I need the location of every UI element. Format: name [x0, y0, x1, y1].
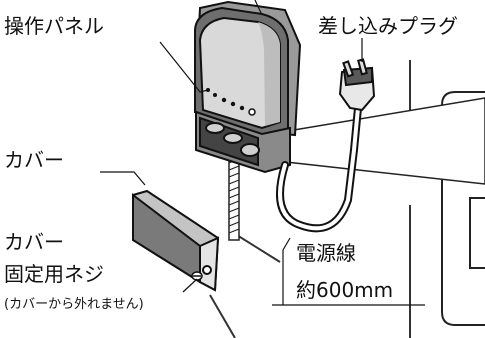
cover-label: カバー: [4, 148, 64, 172]
device-body: [193, 0, 302, 137]
plug: [338, 58, 376, 112]
cover-screw: [191, 271, 203, 281]
cover-screw-label-line1: カバー: [4, 230, 64, 254]
terminal-block: [195, 110, 291, 174]
cover-piece: [132, 189, 220, 292]
operation-panel-label: 操作パネル: [4, 14, 104, 38]
cord-length-label: 約600mm: [296, 278, 394, 302]
cover-screw-note: (カバーから外れません): [4, 297, 144, 312]
cover-screw-label-line2: 固定用ネジ: [4, 262, 104, 286]
cord-label-line1: 電源線: [296, 241, 356, 265]
panel-indicators: [206, 88, 256, 116]
plug-label: 差し込みプラグ: [318, 14, 458, 38]
label-leaders: [100, 0, 363, 305]
